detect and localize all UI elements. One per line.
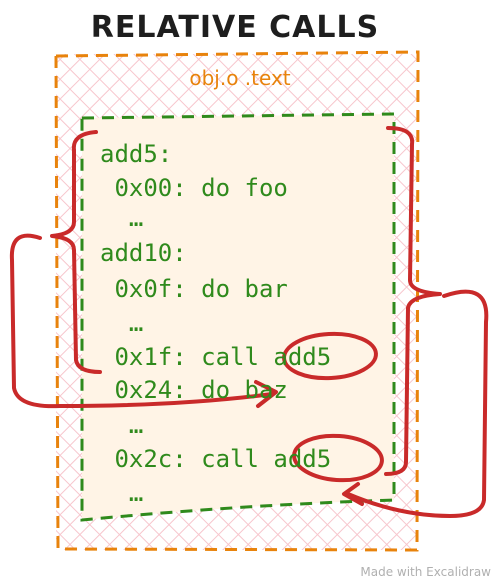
code-line: 0x24: do baz bbox=[100, 376, 288, 404]
code-line: 0x1f: call add5 bbox=[100, 343, 332, 371]
call-add5-highlight-2 bbox=[292, 433, 384, 483]
add5-bracket bbox=[50, 130, 102, 374]
diagram-title: RELATIVE CALLS bbox=[90, 10, 380, 45]
call-add5-highlight-1 bbox=[282, 331, 378, 381]
code-line: 0x0f: do bar bbox=[100, 275, 288, 303]
code-line: add5: bbox=[100, 140, 173, 168]
arrow-head-2 bbox=[342, 482, 364, 506]
code-box bbox=[80, 112, 396, 522]
code-line: … bbox=[100, 411, 144, 439]
section-label: obj.o .text bbox=[189, 66, 291, 90]
code-line: 0x00: do foo bbox=[100, 174, 288, 202]
footer-credit: Made with Excalidraw bbox=[360, 565, 491, 579]
code-line: … bbox=[100, 309, 144, 337]
arrow-head-1 bbox=[254, 380, 278, 408]
relative-offset-arrow-1 bbox=[9, 233, 274, 409]
code-line: … bbox=[100, 479, 144, 507]
code-line: 0x2c: call add5 bbox=[100, 445, 332, 473]
code-line: … bbox=[100, 204, 144, 232]
add10-bracket bbox=[384, 126, 442, 476]
code-line: add10: bbox=[100, 239, 187, 267]
relative-offset-arrow-2 bbox=[346, 289, 489, 518]
